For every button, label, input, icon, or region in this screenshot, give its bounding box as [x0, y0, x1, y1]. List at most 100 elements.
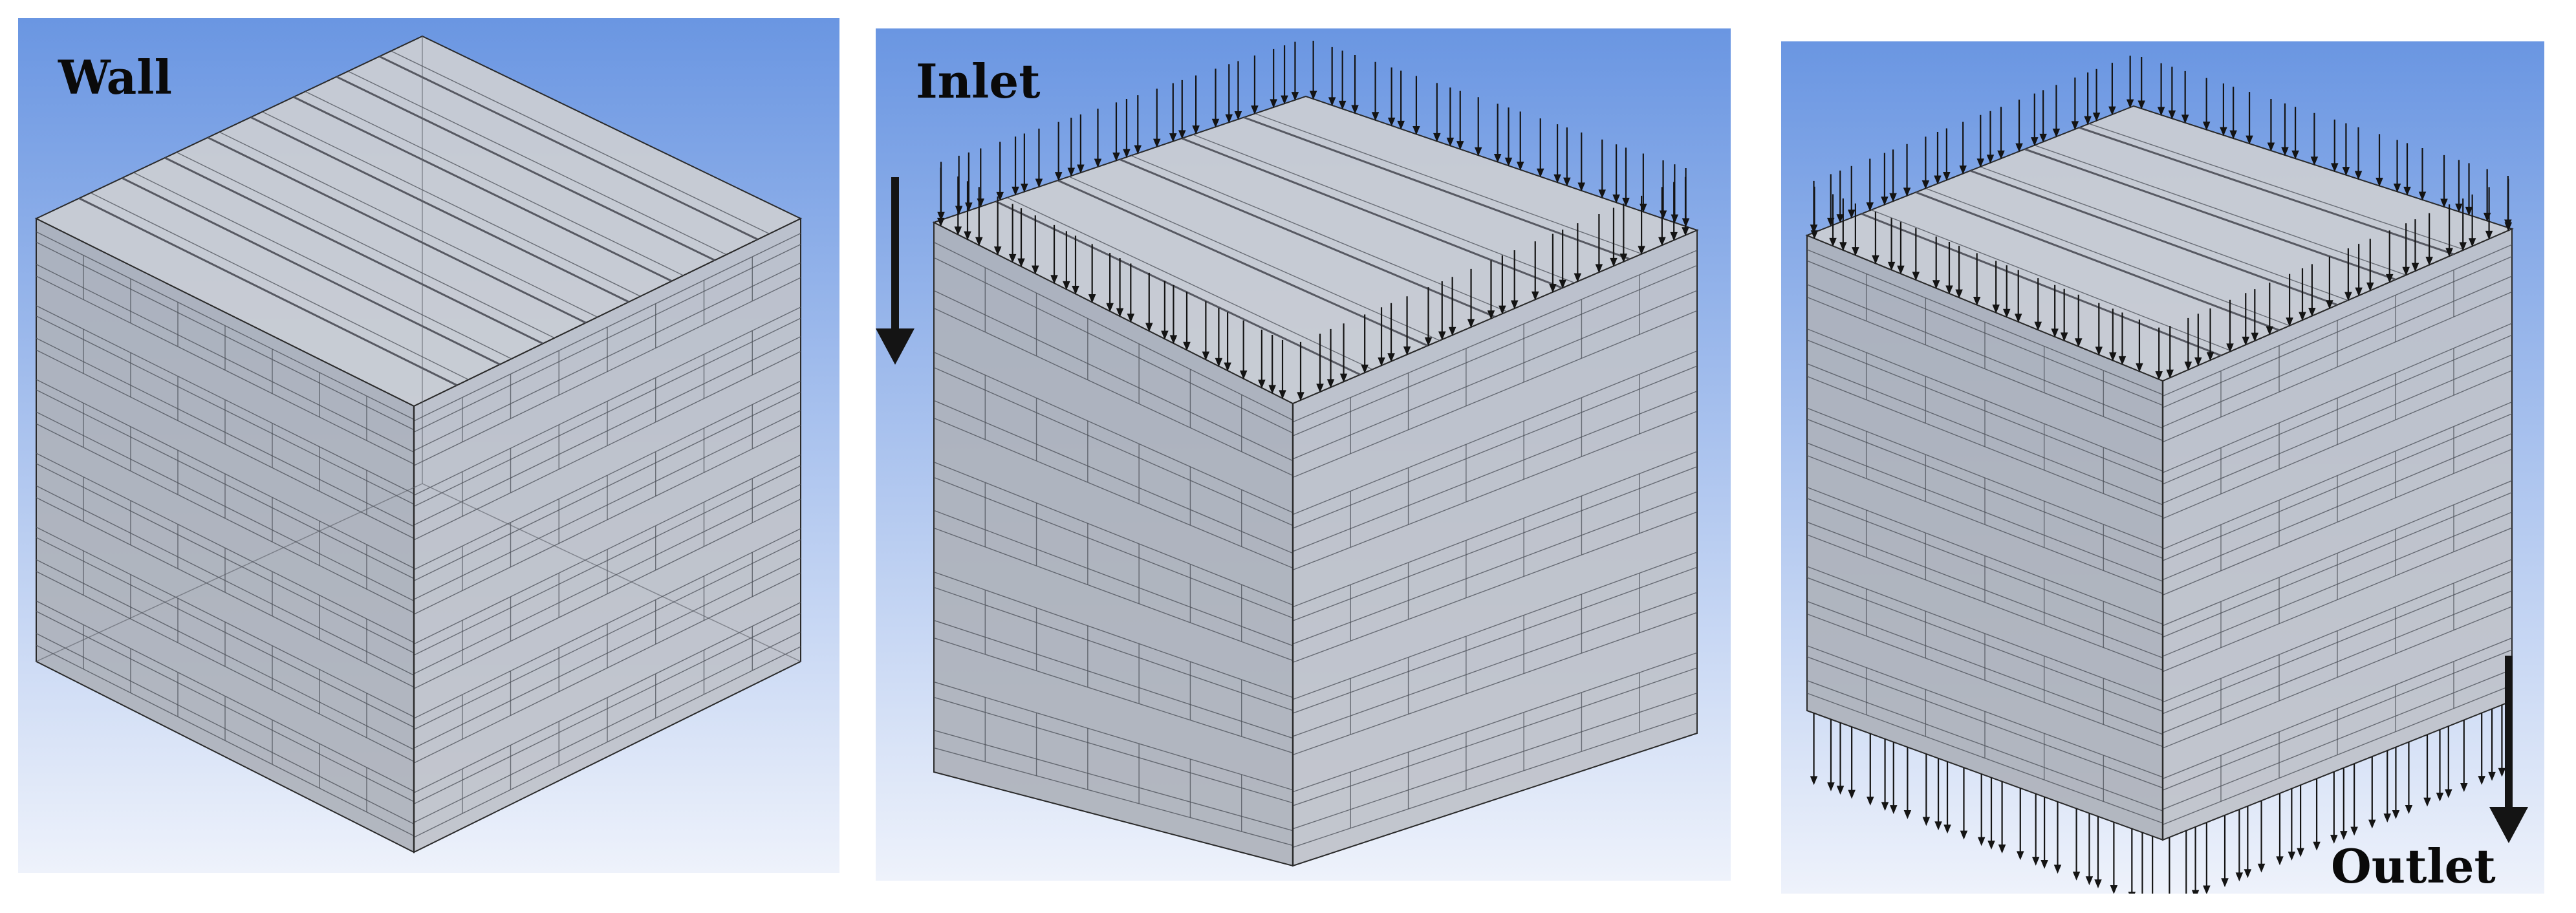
- left-channel-line: [933, 510, 1293, 647]
- direction-arrow-shaft: [891, 177, 899, 331]
- flow-arrow-head: [1493, 154, 1502, 163]
- top-fin-line: [1057, 179, 1428, 347]
- flow-arrow-head: [2015, 143, 2023, 153]
- flow-arrow-head: [2109, 352, 2117, 361]
- flow-arrow-head: [1326, 379, 1335, 389]
- flow-arrow-head: [1387, 117, 1396, 127]
- hidden-edge: [36, 483, 423, 662]
- top-fin-line: [1193, 134, 1575, 283]
- flow-arrow-head: [1106, 303, 1114, 312]
- flow-arrow-head: [2017, 851, 2024, 861]
- flow-arrow-head: [1563, 177, 1571, 187]
- right-channel-line: [1292, 411, 1698, 571]
- flow-arrow-head: [1032, 265, 1039, 275]
- flow-arrow-head: [2286, 317, 2293, 327]
- flow-arrow-head: [1387, 353, 1395, 363]
- flow-arrow-head: [1268, 385, 1276, 394]
- outlet-flow-direction-arrow: [2489, 656, 2528, 843]
- flow-arrow-head: [1612, 194, 1620, 204]
- direction-arrow-head: [876, 328, 915, 365]
- flow-arrow-head: [2423, 797, 2431, 807]
- top-fin-line: [305, 91, 684, 276]
- flow-arrow-head: [1932, 280, 1940, 290]
- flow-arrow-head: [2128, 892, 2136, 894]
- flow-arrow-head: [1986, 155, 1995, 164]
- flow-arrow-head: [1510, 300, 1519, 310]
- flow-arrow-head: [936, 217, 945, 227]
- right-channel-line: [1292, 451, 1698, 608]
- right-channel-line: [1292, 365, 1698, 529]
- top-fin-line: [78, 197, 458, 387]
- top-fin-line: [2034, 145, 2407, 275]
- left-channel-line: [933, 241, 1293, 421]
- flow-arrow-head: [2376, 177, 2383, 187]
- top-fin-line: [219, 131, 598, 318]
- right-channel-line: [413, 425, 801, 615]
- flow-arrow-head: [975, 237, 983, 246]
- flow-arrow-head: [1316, 383, 1324, 393]
- top-fin-line: [2079, 126, 2454, 255]
- flow-arrow-head: [2368, 819, 2376, 829]
- outlet-geometry: [1781, 41, 2544, 894]
- flow-arrow-head: [2405, 805, 2413, 814]
- flow-arrow-head: [1067, 167, 1076, 177]
- left-channel-line: [933, 637, 1293, 754]
- flow-arrow-head: [2168, 110, 2176, 120]
- flow-arrow-head: [1532, 291, 1539, 301]
- flow-arrow-head: [1945, 285, 1953, 295]
- flow-arrow-head: [2181, 114, 2189, 124]
- flow-arrow-head: [1977, 837, 1986, 846]
- flow-arrow-head: [2383, 813, 2392, 823]
- top-fin-line: [391, 50, 770, 235]
- cube-body: [1805, 105, 2514, 841]
- flow-arrow-head: [2220, 127, 2227, 136]
- flow-arrow-head: [2095, 347, 2103, 356]
- right-channel-line: [1292, 552, 1698, 700]
- flow-arrow-head: [1123, 149, 1131, 158]
- flow-arrow-head: [1211, 118, 1220, 128]
- flow-arrow-head: [1890, 805, 1898, 814]
- flow-arrow-head: [964, 231, 971, 241]
- flow-arrow-head: [2184, 361, 2192, 371]
- flow-arrow-head: [1499, 305, 1506, 315]
- left-channel-line: [933, 400, 1293, 554]
- flow-arrow-head: [993, 246, 1002, 256]
- top-fin-line: [1119, 158, 1496, 318]
- flow-arrow-head: [2288, 852, 2296, 861]
- flow-arrow-head: [2194, 357, 2202, 367]
- flow-arrow-head: [1251, 105, 1259, 115]
- flow-arrow-head: [2355, 287, 2363, 297]
- flow-arrow-head: [2342, 167, 2350, 176]
- flow-arrow-head: [1553, 174, 1561, 184]
- flow-arrow-head: [2267, 142, 2275, 152]
- hidden-edges: [36, 36, 801, 662]
- flow-arrow-head: [1829, 237, 1837, 247]
- top-fin-line: [250, 116, 629, 303]
- flow-arrow-head: [1848, 209, 1856, 219]
- flow-arrow-head: [2340, 831, 2348, 840]
- flow-arrow-head: [1867, 797, 1874, 806]
- flow-arrow-head: [2251, 332, 2259, 342]
- flow-arrow-head: [1224, 362, 1231, 372]
- flow-arrow-head: [1973, 296, 1981, 306]
- top-fin-line: [1006, 197, 1373, 370]
- right-channel-line: [1292, 612, 1698, 756]
- flow-arrow-head: [2266, 326, 2274, 336]
- flow-arrow-head: [2445, 789, 2452, 799]
- top-fin-line: [336, 76, 715, 261]
- top-fin-line: [995, 200, 1361, 376]
- flow-arrow-head: [1424, 337, 1433, 347]
- flow-arrow-head: [1270, 99, 1277, 109]
- flow-arrow-head: [1549, 284, 1557, 293]
- flow-arrow-head: [1934, 821, 1942, 831]
- right-channel-line: [1292, 713, 1698, 848]
- top-fin-line: [1871, 209, 2232, 352]
- flow-arrow-head: [2085, 876, 2094, 886]
- flow-arrow-head: [1077, 164, 1085, 174]
- flow-arrow-head: [2460, 783, 2468, 792]
- flow-arrow-head: [1955, 289, 1963, 299]
- flow-arrow-head: [1810, 230, 1819, 239]
- top-fin-line: [1980, 166, 2348, 301]
- flow-arrow-head: [2350, 826, 2358, 836]
- flow-arrow-head: [1872, 255, 1879, 264]
